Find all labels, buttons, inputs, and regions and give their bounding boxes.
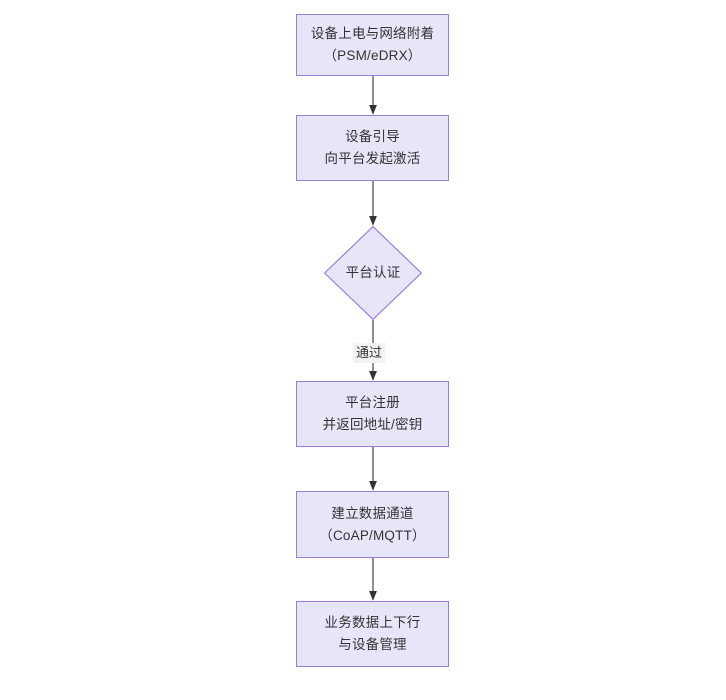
node-label-line-2: （CoAP/MQTT） <box>319 527 426 543</box>
node-data-channel[interactable]: 建立数据通道 （CoAP/MQTT） <box>296 491 449 558</box>
node-label-line-1: 平台认证 <box>345 265 401 280</box>
node-label-line-2: 与设备管理 <box>338 637 407 652</box>
edge-label-text: 通过 <box>356 345 383 360</box>
node-device-bootstrap[interactable]: 设备引导 向平台发起激活 <box>296 115 449 181</box>
node-label-line-2: 向平台发起激活 <box>324 151 421 166</box>
node-platform-auth[interactable]: 平台认证 <box>324 226 422 320</box>
node-device-power-on[interactable]: 设备上电与网络附着 （PSM/eDRX） <box>296 14 449 76</box>
node-label-line-2: （PSM/eDRX） <box>323 48 422 63</box>
node-label-line-1: 平台注册 <box>345 395 400 410</box>
node-label-line-2: 并返回地址/密钥 <box>322 417 423 432</box>
node-platform-register[interactable]: 平台注册 并返回地址/密钥 <box>296 381 449 447</box>
diamond-shape-icon <box>324 226 422 320</box>
edge-label-pass: 通过 <box>353 343 386 363</box>
node-business-data[interactable]: 业务数据上下行 与设备管理 <box>296 601 449 667</box>
node-label-line-1: 设备上电与网络附着 <box>310 26 435 41</box>
node-label-line-1: 设备引导 <box>345 129 400 144</box>
node-label-line-1: 业务数据上下行 <box>324 615 421 630</box>
node-label-line-1: 建立数据通道 <box>331 505 414 521</box>
